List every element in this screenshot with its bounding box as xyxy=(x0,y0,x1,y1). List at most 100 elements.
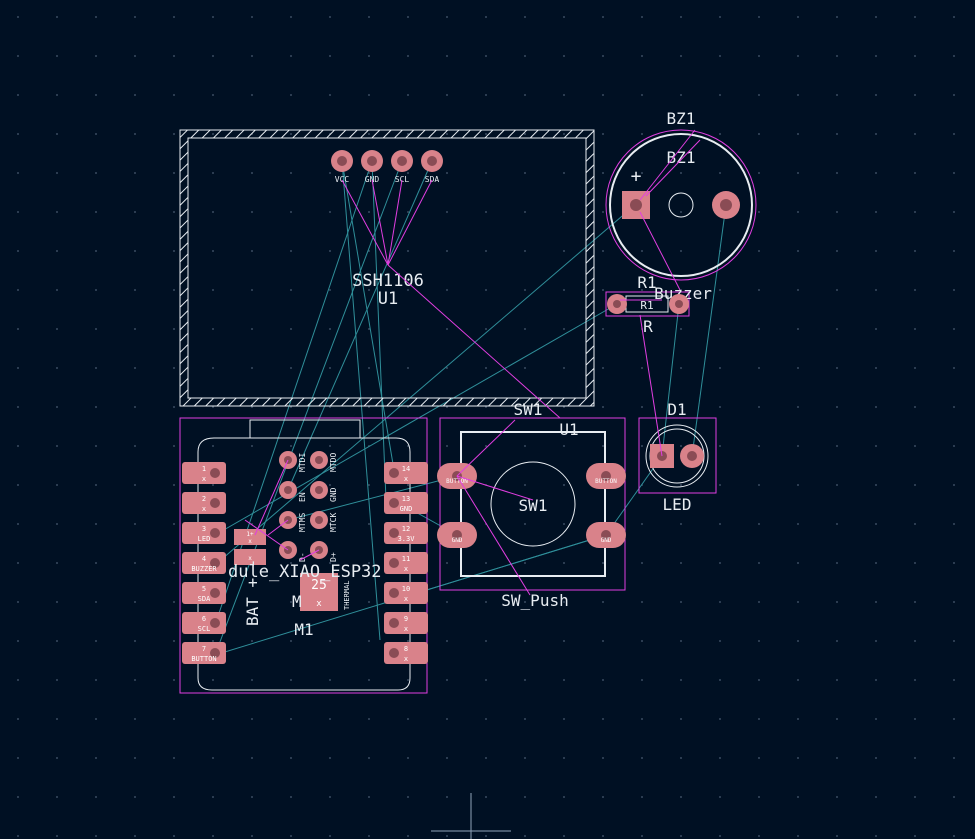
grid-dot xyxy=(212,94,214,96)
grid-dot xyxy=(758,562,760,564)
grid-dot xyxy=(329,445,331,447)
grid-dot xyxy=(446,445,448,447)
grid-dot xyxy=(563,445,565,447)
grid-dot xyxy=(407,679,409,681)
grid-dot xyxy=(524,94,526,96)
xiao-right-pad[interactable] xyxy=(384,612,428,634)
grid-dot xyxy=(329,367,331,369)
xiao-right-pad[interactable] xyxy=(384,552,428,574)
footprint-d1-led[interactable]: D1 LED xyxy=(645,400,709,514)
grid-dot xyxy=(329,94,331,96)
grid-dot xyxy=(251,16,253,18)
grid-dot xyxy=(758,757,760,759)
xiao-right-pad[interactable] xyxy=(384,522,428,544)
xiao-left-pad[interactable] xyxy=(182,642,226,664)
xiao-bat-pad-1[interactable] xyxy=(234,529,266,545)
grid-dot xyxy=(212,367,214,369)
xiao-pad-number: 10 xyxy=(402,585,410,593)
grid-dot xyxy=(212,172,214,174)
grid-dot xyxy=(758,55,760,57)
xiao-left-pad[interactable] xyxy=(182,522,226,544)
grid-dot xyxy=(56,289,58,291)
grid-dot xyxy=(212,757,214,759)
grid-dot xyxy=(797,679,799,681)
grid-dot xyxy=(719,718,721,720)
xiao-left-pad[interactable] xyxy=(182,612,226,634)
grid-dot xyxy=(797,796,799,798)
grid-dot xyxy=(680,250,682,252)
grid-dot xyxy=(914,250,916,252)
bz1-value-label: Buzzer xyxy=(654,284,712,303)
grid-dot xyxy=(641,94,643,96)
grid-dot xyxy=(407,796,409,798)
grid-dot xyxy=(134,328,136,330)
u1-designator-label: U1 xyxy=(378,289,398,309)
grid-dot xyxy=(56,172,58,174)
grid-dot xyxy=(56,523,58,525)
buzzer-body-outline xyxy=(609,133,753,277)
grid-dot xyxy=(914,640,916,642)
grid-dot xyxy=(524,172,526,174)
grid-dot xyxy=(95,133,97,135)
grid-dot xyxy=(680,55,682,57)
xiao-right-pad[interactable] xyxy=(384,642,428,664)
footprint-r1-resistor[interactable]: R1 R1 R xyxy=(607,273,689,336)
grid-dot xyxy=(836,133,838,135)
grid-dot xyxy=(173,55,175,57)
crosshair-cursor-icon xyxy=(431,793,511,839)
grid-dot xyxy=(407,250,409,252)
grid-dot xyxy=(407,172,409,174)
footprint-bz1-buzzer[interactable]: + BZ1 BZ1 Buzzer xyxy=(609,109,753,303)
grid-dot xyxy=(251,445,253,447)
grid-dot xyxy=(953,796,955,798)
grid-dot xyxy=(56,328,58,330)
grid-dot xyxy=(680,796,682,798)
grid-dot xyxy=(914,445,916,447)
xiao-right-pad[interactable] xyxy=(384,582,428,604)
grid-dot xyxy=(290,445,292,447)
grid-dot xyxy=(602,16,604,18)
grid-dot xyxy=(407,445,409,447)
grid-dot xyxy=(329,640,331,642)
grid-dot xyxy=(953,367,955,369)
grid-dot xyxy=(446,16,448,18)
grid-dot xyxy=(641,562,643,564)
grid-dot xyxy=(56,211,58,213)
grid-dot xyxy=(836,757,838,759)
grid-dot xyxy=(719,679,721,681)
grid-dot xyxy=(875,367,877,369)
grid-dot xyxy=(914,718,916,720)
grid-dot xyxy=(173,640,175,642)
xiao-left-pad[interactable] xyxy=(182,492,226,514)
grid-dot xyxy=(680,211,682,213)
grid-dot xyxy=(290,367,292,369)
grid-dot xyxy=(212,835,214,837)
grid-dot xyxy=(134,406,136,408)
xiao-pad-number: 11 xyxy=(402,555,410,563)
grid-dot xyxy=(329,289,331,291)
grid-dot xyxy=(17,445,19,447)
grid-dot xyxy=(407,718,409,720)
xiao-right-pad[interactable] xyxy=(384,462,428,484)
grid-dot xyxy=(134,718,136,720)
grid-dot xyxy=(563,640,565,642)
grid-dot xyxy=(17,367,19,369)
grid-dot xyxy=(680,718,682,720)
grid-dot xyxy=(446,562,448,564)
grid-dot xyxy=(485,445,487,447)
xiao-bat-pad-2[interactable] xyxy=(234,549,266,565)
xiao-left-pad[interactable] xyxy=(182,582,226,604)
xiao-thermal-pad[interactable] xyxy=(300,573,338,611)
grid-dot xyxy=(641,172,643,174)
grid-dot xyxy=(953,94,955,96)
xiao-left-pad[interactable] xyxy=(182,462,226,484)
grid-dot xyxy=(602,601,604,603)
xiao-right-pad[interactable] xyxy=(384,492,428,514)
xiao-left-pad[interactable] xyxy=(182,552,226,574)
grid-dot xyxy=(680,367,682,369)
